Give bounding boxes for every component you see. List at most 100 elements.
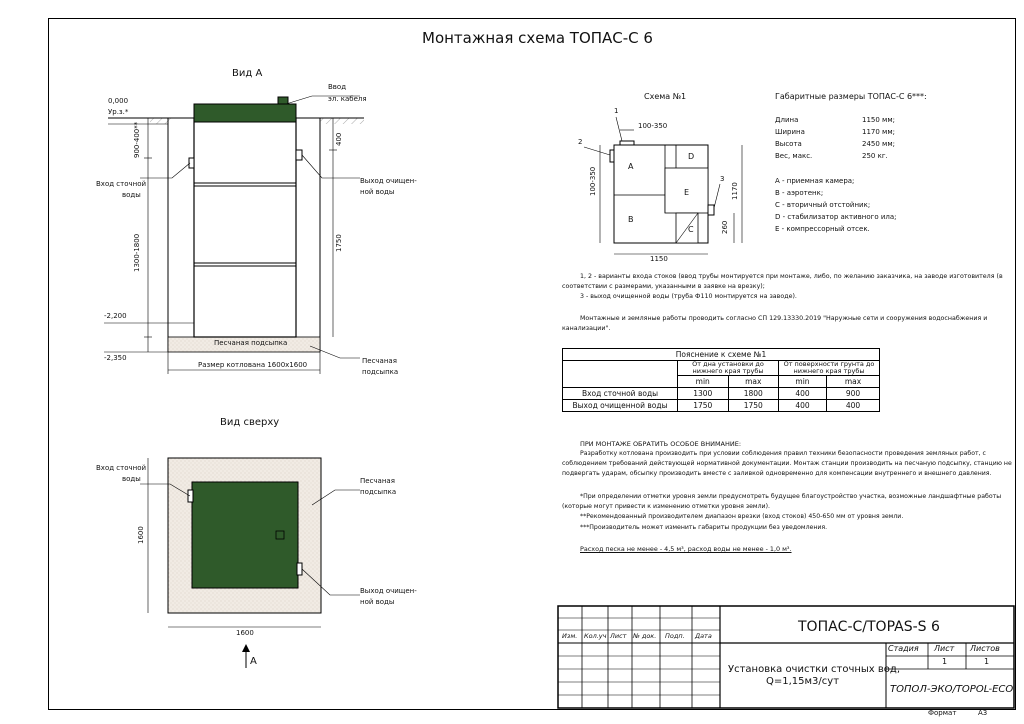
dim-row-key: Вес, макс.	[775, 152, 813, 160]
note-line: Монтажные и земляные работы проводить со…	[580, 315, 988, 322]
note-line: 1, 2 - варианты входа стоков (ввод трубы…	[580, 273, 1003, 280]
stamp-header: Лист	[610, 632, 627, 640]
outlet-label: Выход очищен-	[360, 177, 417, 185]
table-min-header: min	[677, 374, 729, 388]
pit-size-label: Размер котлована 1600х1600	[198, 361, 308, 369]
outlet-label-2: ной воды	[360, 188, 395, 196]
dim-row-key: Высота	[775, 140, 802, 148]
top-dim-h: 1600	[236, 629, 254, 637]
scheme-dim-1150: 1150	[650, 255, 668, 263]
zone-b: B	[628, 215, 634, 224]
level-2200: -2,200	[104, 312, 127, 320]
format-value: А3	[978, 709, 988, 717]
dim-1750: 1750	[335, 234, 343, 252]
top-inlet-label: Вход сточной	[96, 464, 147, 472]
sand-bed-label: Песчаная подсыпка	[214, 339, 288, 347]
top-inlet-label-2: воды	[122, 475, 141, 483]
stamp-sheets-label: Листов	[970, 644, 1000, 653]
table-min-header: min	[778, 374, 827, 388]
product-name: ТОПАС-С/TOPAS-S 6	[798, 619, 940, 635]
attention-line: (которые могут привести к изменению отме…	[562, 503, 770, 510]
legend-item: Е - компрессорный отсек.	[775, 225, 870, 233]
inlet-label: Вход сточной	[96, 180, 147, 188]
table-cell: 400	[825, 398, 881, 412]
title-block-grid	[557, 605, 1015, 709]
cable-entry-label-2: эл. кабеля	[328, 95, 367, 103]
scheme-1-drawing	[583, 116, 743, 255]
explanation-table: Пояснение к схеме №1 От дна установки до…	[562, 348, 881, 412]
dim-row-value: 250 кг.	[862, 152, 888, 160]
drawing-frame	[48, 18, 1016, 710]
scheme-n3: 3	[720, 175, 725, 183]
view-top-drawing	[140, 457, 360, 668]
view-a-drawing	[104, 95, 364, 374]
view-a-label: Вид А	[232, 68, 263, 79]
dim-900-400: 900-400**	[133, 121, 141, 158]
scheme-label: Схема №1	[644, 92, 687, 101]
attention-line: ***Производитель может изменить габариты…	[580, 524, 828, 531]
dim-1300-1800: 1300-1800	[133, 233, 141, 272]
table-cell: Вход сточной воды	[562, 386, 678, 400]
dim-row-value: 1170 мм;	[862, 128, 895, 136]
note-line: 3 - выход очищенной воды (труба Ф110 мон…	[580, 293, 797, 300]
stamp-header: № док.	[633, 632, 657, 640]
title-block: Изм. Кол.уч Лист № док. Подп. Дата ТОПАС…	[558, 606, 1014, 708]
sand-label-2: подсыпка	[362, 368, 399, 376]
table-row: Выход очищенной воды 1750 1750 400 400	[562, 398, 881, 412]
dim-row-key: Ширина	[775, 128, 805, 136]
table-cell: 1800	[727, 386, 779, 400]
table-corner	[562, 360, 678, 388]
table-caption: Пояснение к схеме №1	[562, 348, 880, 361]
scheme-dim-100-350: 100-350	[638, 122, 668, 130]
stamp-sheets-value: 1	[984, 657, 990, 666]
note-line: канализации".	[562, 325, 611, 332]
stamp-header: Подп.	[665, 632, 685, 640]
stamp-sheet-value: 1	[942, 657, 948, 666]
scheme-n2: 2	[578, 138, 583, 146]
attention-line: *При определении отметки уровня земли пр…	[580, 493, 1002, 500]
sand-label: Песчаная	[362, 357, 397, 365]
table-cell: 400	[778, 386, 827, 400]
table-cell: 400	[778, 398, 827, 412]
level-zero-sub: Ур.з.*	[108, 108, 129, 116]
legend-item: D - стабилизатор активного ила;	[775, 213, 897, 221]
stamp-header: Изм.	[562, 632, 578, 640]
top-sand-label: Песчаная	[360, 477, 395, 485]
dimensions-title: Габаритные размеры ТОПАС-С 6***:	[775, 92, 927, 101]
top-outlet-label: Выход очищен-	[360, 587, 417, 595]
zone-c: C	[688, 225, 694, 234]
table-cell: 1300	[677, 386, 729, 400]
level-zero: 0,000	[108, 97, 129, 105]
table-max-header: max	[727, 374, 779, 388]
legend-item: А - приемная камера;	[775, 177, 855, 185]
dim-row-value: 1150 мм;	[862, 116, 895, 124]
attention-line: соблюдением требований действующей норма…	[562, 460, 1012, 467]
top-dim-v: 1600	[137, 526, 145, 544]
dim-400: 400	[335, 132, 343, 146]
zone-a: A	[628, 162, 634, 171]
zone-d: D	[688, 152, 695, 161]
stamp-stage-label: Стадия	[888, 644, 919, 653]
format-label: Формат	[928, 709, 957, 717]
scheme-n1: 1	[614, 107, 619, 115]
table-col-header: От поверхности грунта до нижнего края тр…	[778, 360, 880, 376]
table-cell: Выход очищенной воды	[562, 398, 678, 412]
legend-item: В - аэротенк;	[775, 189, 824, 197]
attention-line: подвергать ударам, обсыпку производить в…	[562, 470, 992, 477]
scheme-dim-100-350-v: 100-350	[589, 166, 597, 196]
scheme-dim-260: 260	[721, 220, 729, 234]
inlet-label-2: воды	[122, 191, 141, 199]
view-top-label: Вид сверху	[220, 417, 280, 428]
table-max-header: max	[825, 374, 881, 388]
product-capacity: Q=1,15м3/сут	[766, 676, 840, 687]
table-cell: 900	[825, 386, 881, 400]
top-sand-label-2: подсыпка	[360, 488, 397, 496]
note-line: соответствии с размерами, указанными в з…	[562, 283, 765, 290]
level-2350: -2,350	[104, 354, 127, 362]
legend-item: С - вторичный отстойник;	[775, 201, 871, 209]
product-description: Установка очистки сточных вод,	[728, 664, 900, 675]
attention-line: Разработку котлована производить при усл…	[580, 450, 986, 457]
company-name: ТОПОЛ-ЭКО/TOPOL-ECO	[890, 684, 1014, 695]
table-col-header: От дна установки до нижнего края трубы	[677, 360, 779, 376]
dim-row-key: Длина	[775, 116, 799, 124]
